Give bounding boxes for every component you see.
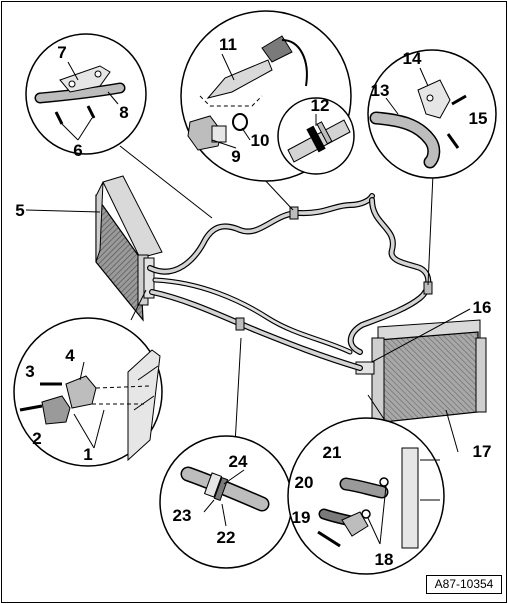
leader-lines [25,145,471,463]
callout-5: 5 [15,201,24,220]
figure-reference-code: A87-10354 [426,575,502,594]
detail-bracket-top-left [25,33,147,155]
detail-clamp-bottom-left [13,317,163,467]
callout-15: 15 [469,109,488,128]
callout-7: 7 [57,43,66,62]
callout-9: 9 [231,147,240,166]
callout-6: 6 [73,141,82,160]
callout-20: 20 [295,473,314,492]
detail-bracket-top-right [367,49,497,179]
detail-bracket-bottom-right [287,417,445,575]
callout-24: 24 [229,452,248,471]
condenser-right [355,319,487,423]
callout-23: 23 [173,506,192,525]
callout-13: 13 [371,81,390,100]
callout-10: 10 [251,131,270,150]
callout-22: 22 [217,528,236,547]
callout-17: 17 [473,442,492,461]
callout-4: 4 [65,346,75,365]
callout-12: 12 [311,96,330,115]
callout-19: 19 [292,508,311,527]
callout-2: 2 [32,429,41,448]
callout-11: 11 [219,35,237,54]
condenser-left [95,175,163,322]
detail-connector-bottom-centre [159,435,293,569]
callout-3: 3 [25,362,34,381]
detail-valve-top-centre [180,10,355,182]
callout-8: 8 [119,103,128,122]
callout-14: 14 [403,49,422,68]
callout-1: 1 [83,445,92,464]
callout-16: 16 [473,298,492,317]
callout-labels: 1 2 3 4 5 6 7 8 9 10 11 12 13 14 15 16 1… [15,35,491,569]
callout-18: 18 [375,550,394,569]
callout-21: 21 [323,443,342,462]
